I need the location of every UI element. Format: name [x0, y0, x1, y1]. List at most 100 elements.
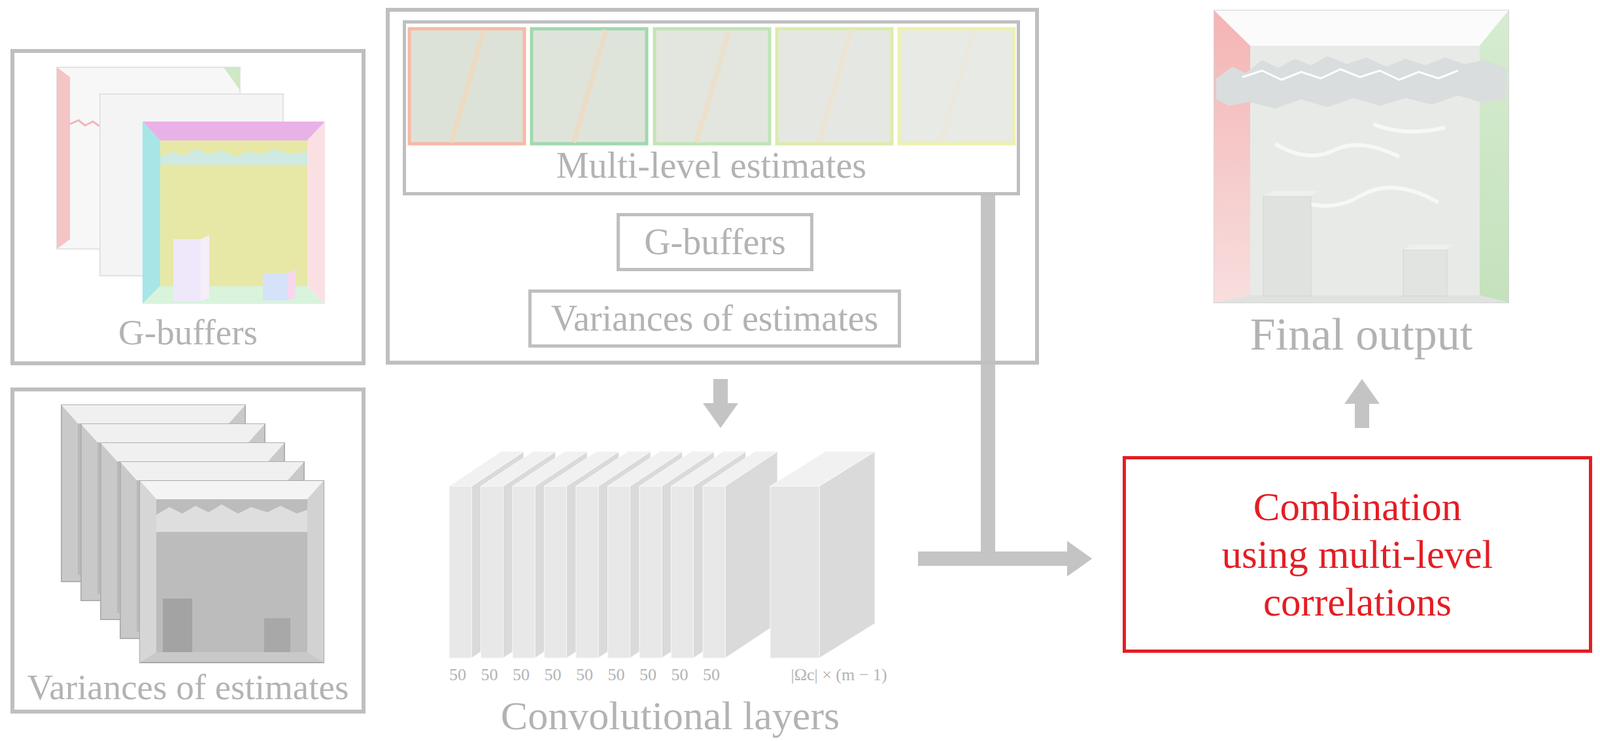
- gbuffer-wall: [223, 67, 240, 91]
- render-box-top: [1403, 244, 1455, 250]
- slab-front: [576, 486, 599, 659]
- flow-arrow: [1354, 404, 1370, 429]
- slab-front: [608, 486, 631, 659]
- node-label: Combination using multi-level correlatio…: [1213, 483, 1502, 628]
- gbuffer-wall: [142, 121, 161, 305]
- variance-stack: [61, 405, 324, 664]
- channel-count: 50: [576, 666, 594, 684]
- render-floor: [1214, 295, 1509, 303]
- gbuffer-wall: [56, 67, 70, 250]
- gbuffer-panel: G-buffers: [10, 49, 366, 366]
- render-water-highlight: [1242, 69, 1459, 80]
- estimate-streak: [940, 30, 974, 143]
- channel-count: 50: [639, 666, 657, 684]
- gbuffer-wall: [307, 121, 325, 305]
- gbuffer-box: G-buffers: [616, 213, 814, 272]
- gbuffer-floor: [142, 286, 325, 305]
- variance-image: [139, 481, 324, 664]
- conv-slab: [702, 451, 778, 659]
- channel-count: 50: [512, 666, 530, 684]
- variance-ceiling: [61, 405, 246, 424]
- node-label: Convolutional layers: [500, 695, 840, 737]
- variance-ceiling: [81, 424, 265, 443]
- conv-slab-output: [770, 451, 875, 659]
- slab-front: [512, 486, 535, 659]
- render-ceiling: [1214, 10, 1509, 46]
- slab-front: [702, 486, 726, 659]
- slab-top: [702, 451, 778, 487]
- estimate-streak: [818, 30, 852, 143]
- variance-panel: Variances of estimates: [10, 387, 366, 715]
- variance-ceiling: [120, 462, 305, 481]
- variance-frame: [139, 481, 324, 664]
- variance-box: [162, 598, 193, 653]
- render-box-top: [1263, 190, 1319, 197]
- estimate-thumbnail: [654, 28, 770, 144]
- variance-backwall: [156, 499, 308, 653]
- variance-box: [264, 618, 291, 653]
- variance-wall: [307, 481, 324, 664]
- render-water: [1216, 56, 1507, 109]
- variance-ceiling: [100, 443, 285, 462]
- slab-front: [481, 486, 504, 659]
- channel-count: 50: [608, 666, 626, 684]
- gbuffer-water: [69, 120, 100, 127]
- variance-water: [156, 504, 308, 533]
- render-wall: [1479, 10, 1509, 303]
- gbuffer-box: [200, 235, 210, 302]
- channel-count: 50: [702, 666, 720, 684]
- conv-layers: Convolutional layers: [444, 451, 896, 738]
- variance-wall: [139, 481, 157, 664]
- gbuffer-box: [262, 273, 288, 301]
- flow-arrow: [987, 195, 1068, 560]
- channel-count: 50: [544, 666, 562, 684]
- slab-side: [725, 451, 778, 659]
- channel-count: 50: [671, 666, 689, 684]
- render-box: [1403, 249, 1447, 297]
- slab-front: [671, 486, 694, 659]
- final-render: [1214, 10, 1509, 303]
- gbuffer-stack: [56, 67, 325, 305]
- slab-front: [639, 486, 662, 659]
- estimate-streak: [573, 30, 607, 143]
- render-wall: [1214, 10, 1251, 303]
- estimate-streak: [696, 30, 730, 143]
- slab-front: [544, 486, 567, 659]
- estimates-box: Multi-level estimates: [402, 20, 1021, 196]
- node-label: Variances of estimates: [27, 668, 350, 709]
- gbuffer-box: [173, 239, 201, 302]
- channel-count: 50: [481, 666, 499, 684]
- render-box: [1263, 196, 1311, 297]
- slab-side: [819, 451, 875, 659]
- conv-slabs: [449, 451, 875, 659]
- variance-box: Variances of estimates: [528, 289, 902, 348]
- gbuffer-box: [287, 269, 296, 301]
- estimate-thumbnail: [899, 28, 1015, 144]
- slab-front: [449, 486, 472, 659]
- flow-arrow: [918, 551, 1068, 567]
- channel-count: |Ωc| × (m − 1): [790, 666, 887, 684]
- node-label: Variances of estimates: [551, 298, 879, 340]
- combination-box: Combination using multi-level correlatio…: [1122, 456, 1593, 654]
- slab-front: [770, 486, 820, 659]
- channel-count: 50: [449, 666, 467, 684]
- gbuffer-ceiling: [142, 121, 325, 141]
- variance-ceiling: [139, 481, 324, 500]
- estimate-thumbnail: [776, 28, 892, 144]
- node-label: Multi-level estimates: [556, 145, 867, 187]
- input-panel: Multi-level estimatesG-buffersVariances …: [385, 7, 1039, 365]
- estimate-thumbnail: [531, 28, 647, 144]
- node-label: G-buffers: [644, 222, 786, 263]
- estimate-thumbnail: [409, 28, 525, 144]
- node-label: G-buffers: [118, 313, 258, 354]
- final-output: Final output: [1214, 10, 1509, 363]
- flow-arrow: [713, 379, 728, 404]
- node-label: Final output: [1250, 309, 1473, 360]
- gbuffer-water: [160, 149, 308, 165]
- slab-top: [770, 451, 875, 487]
- estimate-thumbnails: [409, 28, 1015, 144]
- render-frame: [1214, 10, 1509, 303]
- estimate-streak: [451, 30, 484, 143]
